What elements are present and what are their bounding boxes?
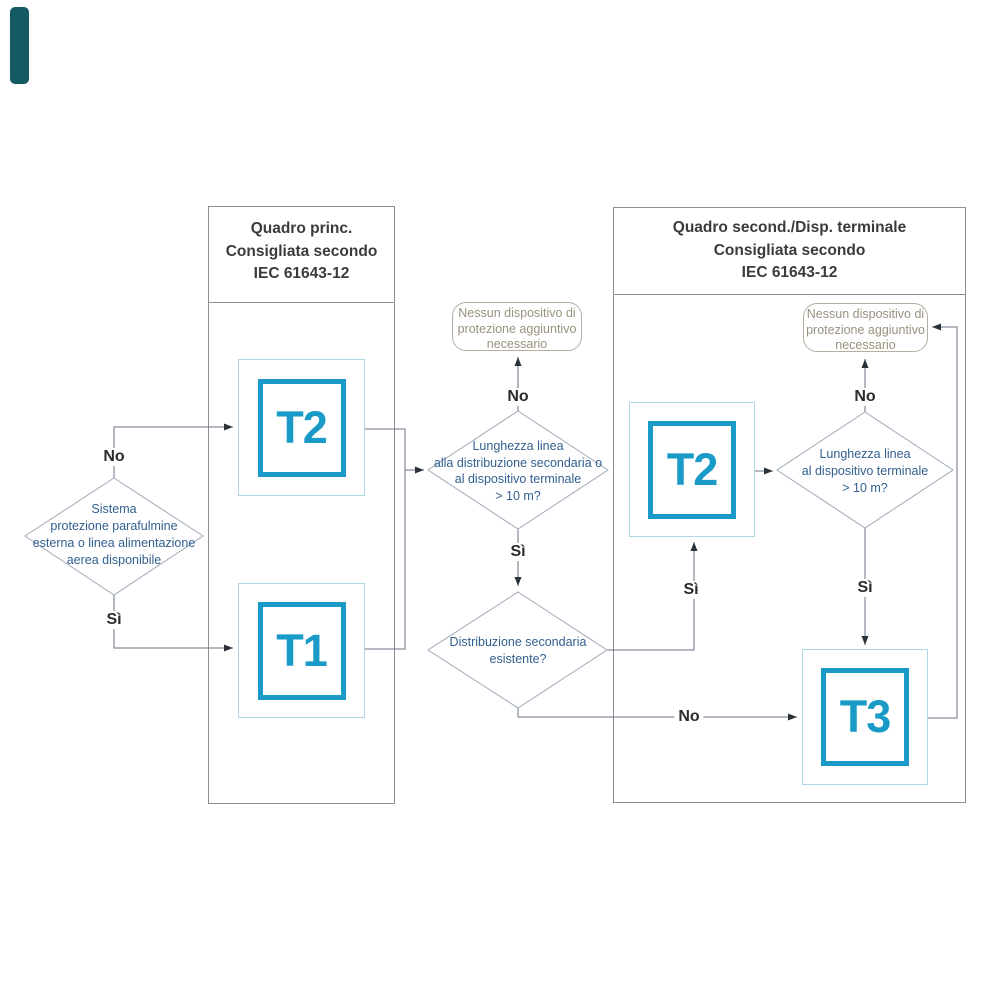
decision-line-length-mid-text: Lunghezza linea alla distribuzione secon… [413,438,623,504]
label-right-yes: Sì [853,579,877,597]
outcome-no-spd-right: Nessun dispositivo di protezione aggiunt… [803,303,928,352]
decision-mid-line: al dispositivo terminale [454,472,582,486]
label-secondary-no: No [674,708,704,726]
panel-main-title-line: Consigliata secondo [225,242,378,260]
decision-right-line: > 10 m? [842,481,888,495]
device-symbol-t1-main: T1 [257,601,346,700]
decision-right-line: Lunghezza linea [819,447,911,461]
decision-start-line: protezione parafulmine [50,519,178,533]
decision-secondary-text: Distribuzione secondaria esistente? [418,634,618,668]
device-symbol-t2-secondary: T2 [648,420,736,519]
decision-secondary-shape [427,591,608,709]
device-box-t2-main: T2 [238,359,365,496]
label-start-no: No [99,448,129,466]
decision-mid-line: Lunghezza linea [472,439,564,453]
outcome-mid-line: protezione aggiuntivo [457,321,577,336]
connector-t3-feedback [928,323,958,719]
decision-line-length-mid-shape [427,410,609,530]
label-right-no: No [850,388,880,406]
decision-start-line: Sistema [91,502,137,516]
device-box-t1-main: T1 [238,583,365,718]
outcome-right-line: protezione aggiuntivo [806,322,925,337]
connector-secondary-no [517,708,797,721]
decision-mid-line: alla distribuzione secondaria o [433,455,603,470]
panel-secondary-header: Quadro second./Disp. terminale Consiglia… [614,208,965,295]
decision-secondary-line: esistente? [489,652,547,666]
device-symbol-t3-terminal: T3 [821,668,909,766]
connector-t2-t1-junction [365,428,406,650]
label-mid-yes: Sì [506,543,530,561]
device-box-t2-secondary: T2 [629,402,755,537]
outcome-mid-line: Nessun dispositivo di [458,306,576,320]
brand-mark [10,7,29,84]
outcome-no-spd-mid: Nessun dispositivo di protezione aggiunt… [452,302,582,351]
connector-start-yes [113,595,233,652]
outcome-right-line: Nessun dispositivo di [806,307,925,321]
decision-start-text: Sistema protezione parafulmine esterna o… [14,501,214,569]
connector-secondary-yes [607,542,698,651]
panel-secondary-title-line: IEC 61643-12 [741,264,838,281]
decision-start-line: esterna o linea alimentazione [32,536,196,550]
decision-secondary-line: Distribuzione secondaria [449,635,587,649]
panel-main-title-line: Quadro princ. [250,220,353,237]
panel-secondary-title-line: Consigliata secondo [713,241,866,259]
label-mid-no: No [503,388,533,406]
decision-start-line: aerea disponibile [66,553,162,567]
decision-start-shape [24,477,204,596]
panel-secondary-title-line: Quadro second./Disp. terminale [672,219,907,236]
label-secondary-yes: Sì [679,581,703,599]
outcome-right-line: necessario [835,338,896,352]
label-start-yes: Sì [102,611,126,629]
decision-line-length-right-shape [776,411,954,529]
connector-start-no [113,423,233,478]
decision-line-length-right-text: Lunghezza linea al dispositivo terminale… [775,446,955,497]
device-symbol-t2-main: T2 [257,378,346,477]
decision-right-line: al dispositivo terminale [801,464,929,478]
decision-mid-line: > 10 m? [495,488,541,503]
panel-main-header: Quadro princ. Consigliata secondo IEC 61… [209,207,394,303]
panel-main-title-line: IEC 61643-12 [253,265,350,282]
device-box-t3-terminal: T3 [802,649,928,785]
outcome-mid-line: necessario [486,337,548,351]
